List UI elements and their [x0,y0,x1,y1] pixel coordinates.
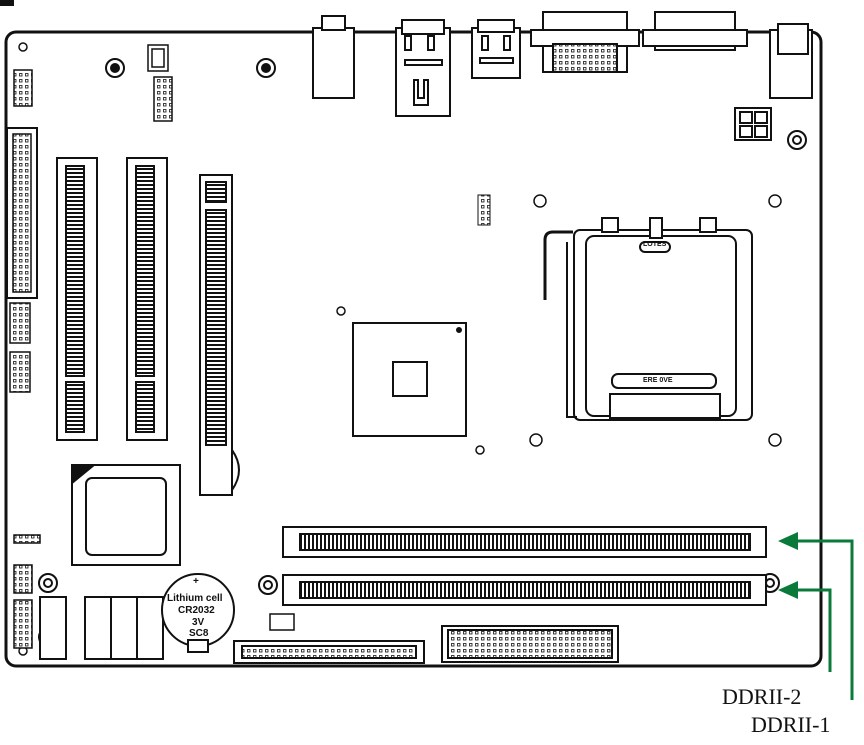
battery-plus: + [193,576,199,587]
small-header [477,194,491,226]
battery-line1: Lithium cell [167,593,223,604]
cmos-battery [161,573,235,653]
southbridge-chip [71,464,181,566]
socket-bottom-mark: ERE 0VE [643,377,673,384]
battery-line2: CR2032 [178,605,215,616]
pcie-slot [199,174,240,496]
floppy-connector [233,640,425,664]
socket-top-mark: LOTES [643,241,667,248]
cpu-socket [543,217,753,421]
ddrii-2-label: DDRII-2 [722,684,802,709]
small-fan-header [269,613,295,631]
ddrii-1-label: DDRII-1 [751,712,831,737]
northbridge-chip [352,322,467,437]
left-headers [6,69,41,649]
dimm-slots [282,526,767,606]
sata-connectors [39,596,164,660]
atx-12v-connector [734,107,772,141]
battery-line3: 3V [192,617,205,628]
atx-power-connector [441,625,619,663]
arrowheads [778,532,798,599]
pci-slots [56,157,168,441]
battery-line4: SC8 [189,628,209,639]
corner-mark [0,0,14,6]
rear-io [312,11,813,117]
ddr-arrows [795,539,854,700]
fan-header-top [147,44,173,122]
